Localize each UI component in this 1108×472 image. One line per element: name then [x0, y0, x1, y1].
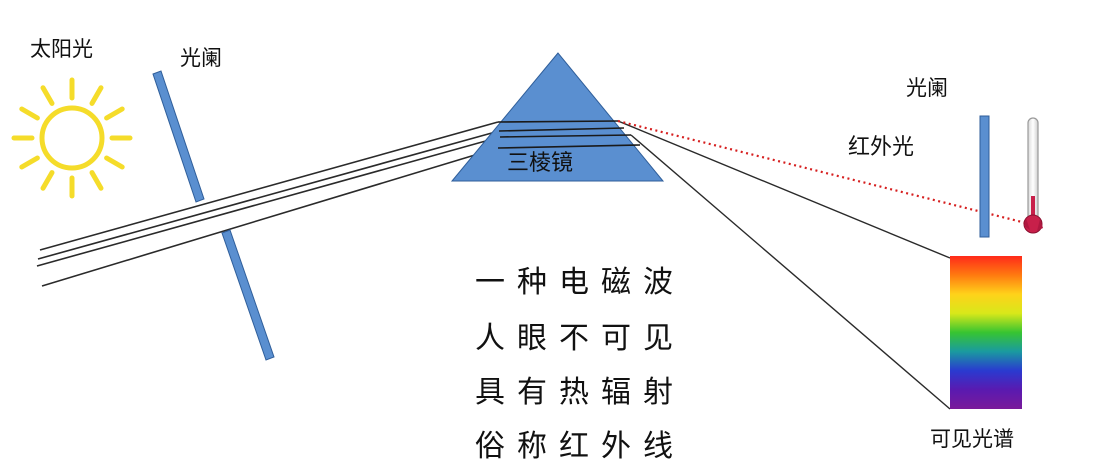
aperture-left-upper-slat: [152, 70, 205, 203]
dispersed-rays: [617, 120, 951, 410]
description-line: 人眼不可见: [475, 321, 685, 356]
aperture-right-slat: [979, 115, 990, 238]
prism: [450, 52, 665, 182]
sun-ray: [89, 85, 104, 106]
sun-ray: [104, 155, 125, 170]
sun-icon: [11, 77, 133, 199]
visible-spectrum-bar: [950, 256, 1022, 409]
aperture-right-label: 光阑: [906, 76, 948, 100]
infrared-label: 红外光: [848, 135, 914, 160]
aperture-left-lower-slat: [221, 229, 275, 361]
sun-ray: [40, 85, 55, 106]
rays-in-prism: [497, 120, 641, 149]
sun-ray: [40, 170, 55, 191]
description-block: 一种电磁波 人眼不可见 具有热辐射 俗称红外线: [475, 265, 685, 464]
sun-ray: [19, 106, 40, 121]
sun-ray: [104, 106, 125, 121]
sunlight-label: 太阳光: [30, 37, 93, 61]
aperture-left: [152, 70, 275, 361]
thermometer-icon: [1023, 117, 1043, 234]
sun-ray: [89, 170, 104, 191]
description-line: 一种电磁波: [475, 265, 685, 300]
aperture-left-label: 光阑: [180, 46, 222, 70]
sun-ray: [19, 155, 40, 170]
infrared-ray: [617, 119, 1031, 226]
description-line: 具有热辐射: [475, 375, 685, 410]
prism-label: 三棱镜: [507, 151, 573, 176]
description-line: 俗称红外线: [475, 429, 685, 464]
incoming-rays: [36, 121, 501, 287]
visible-spectrum-label: 可见光谱: [930, 427, 1014, 451]
